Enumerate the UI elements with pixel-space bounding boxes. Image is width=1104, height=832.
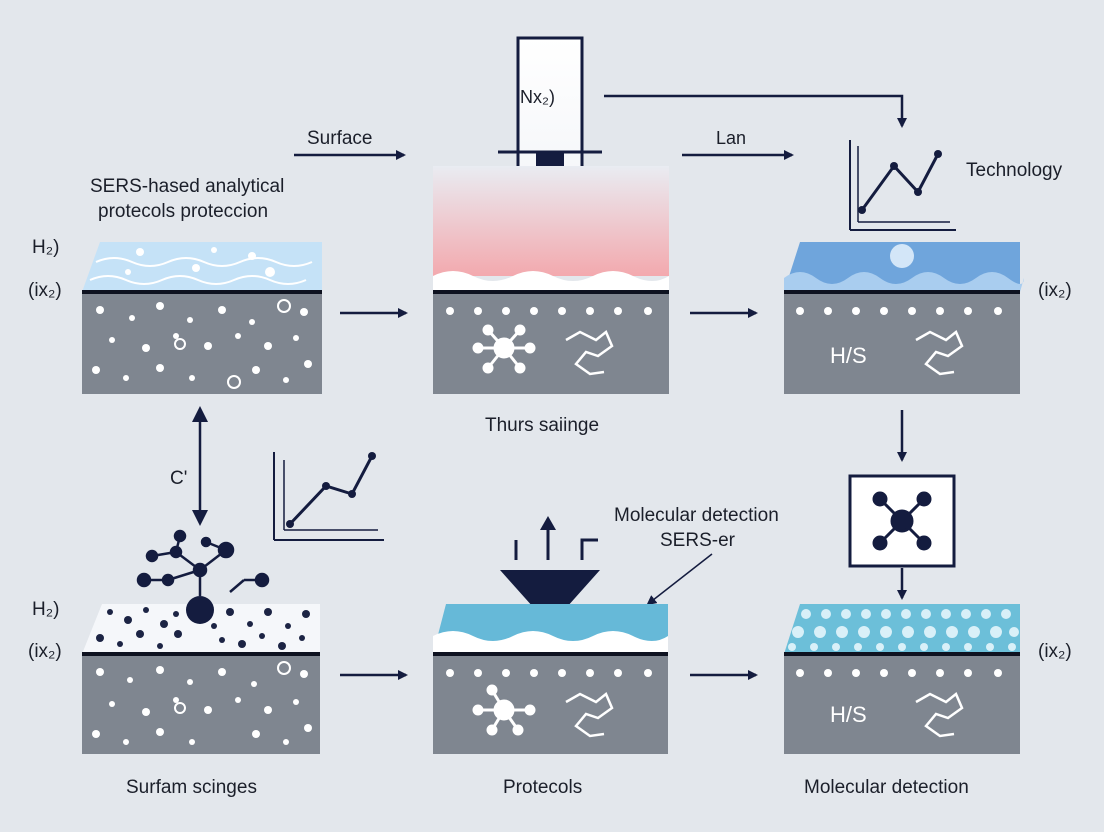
h2-bottom-label: H₂) — [32, 599, 59, 620]
mid-left-line-chart — [273, 452, 384, 541]
probe-indicator — [500, 516, 600, 626]
molecule-box — [848, 474, 956, 568]
caption-left: Surfam scinges — [126, 777, 257, 798]
molecular-callout-line2: SERS-er — [660, 530, 736, 551]
hs-bottom-label: H/S — [830, 702, 867, 727]
surface-label: Surface — [307, 128, 372, 149]
sers-title-line2: protecols proteccion — [98, 201, 268, 222]
block-bottom-left — [82, 596, 320, 754]
block-top-middle — [433, 166, 669, 394]
ix2-bottom-left-label: (ix₂) — [28, 641, 62, 662]
top-right-line-chart — [849, 140, 956, 231]
top-beam-label: Nx₂) — [520, 87, 555, 107]
h2-top-label: H₂) — [32, 237, 59, 258]
c-prime-label: C' — [170, 468, 187, 489]
caption-middle: Protecols — [503, 777, 582, 798]
block-top-right — [784, 242, 1024, 394]
callout-pointer — [646, 553, 713, 606]
beam-to-chart-arrow — [604, 94, 907, 128]
block-bottom-right — [784, 604, 1020, 754]
caption-right: Molecular detection — [804, 777, 969, 798]
ix2-bottom-right-label: (ix₂) — [1038, 641, 1072, 662]
ix2-top-left-label: (ix₂) — [28, 280, 62, 301]
block-top-left — [82, 242, 322, 394]
technology-label: Technology — [966, 160, 1063, 181]
hs-top-label: H/S — [830, 343, 867, 368]
lan-label: Lan — [716, 128, 746, 148]
double-arrow-left — [192, 406, 208, 526]
molecular-callout-line1: Molecular detection — [614, 505, 779, 526]
branching-molecule — [136, 529, 270, 596]
sers-title-line1: SERS-hased analytical — [90, 176, 284, 197]
thurs-saiinge-label: Thurs saiinge — [485, 415, 599, 436]
block-bottom-middle — [433, 604, 668, 754]
ix2-top-right-label: (ix₂) — [1038, 280, 1072, 301]
